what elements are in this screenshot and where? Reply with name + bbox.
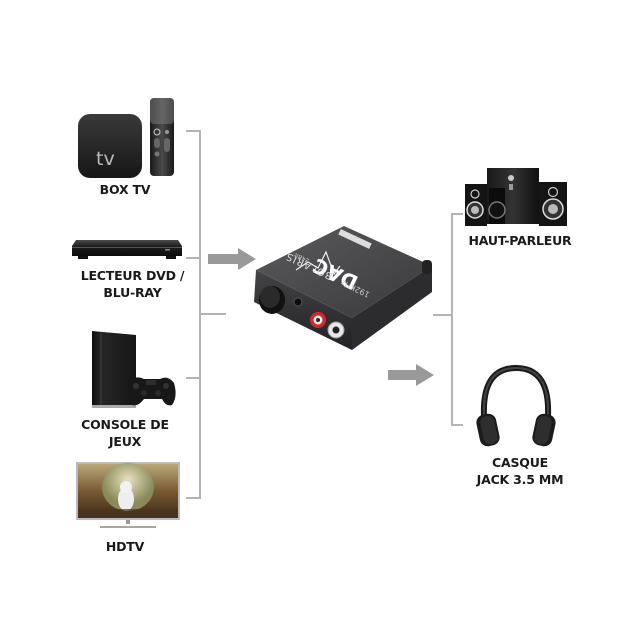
- input-label-hdtv: HDTV: [105, 539, 145, 554]
- dac-converter: DAC BOLARIS 192KHz 24Bit: [226, 222, 436, 352]
- output-label-speaker: HAUT-PARLEUR: [468, 233, 572, 248]
- output-label-headphones: CASQUE JACK 3.5 MM: [476, 455, 564, 487]
- output-bracket-vertical: [451, 213, 453, 426]
- output-bracket-tick-speaker: [451, 213, 463, 215]
- input-label-dvd: LECTEUR DVD / BLU-RAY: [80, 268, 185, 300]
- output-speaker: [463, 166, 571, 228]
- dac-device-icon: [254, 226, 432, 350]
- input-hdtv: [76, 461, 182, 531]
- input-bracket-to-dac: [201, 313, 226, 315]
- output-bracket-tick-headphones: [451, 424, 463, 426]
- input-label-box-tv: BOX TV: [99, 182, 151, 197]
- tv-screen-icon: [76, 462, 180, 528]
- input-label-console: CONSOLE DE JEUX: [81, 417, 169, 449]
- input-console: [88, 329, 178, 411]
- tv-box-glyph: tv: [96, 148, 115, 170]
- speaker-system-icon: [465, 168, 567, 226]
- input-bracket-tick-dvd: [186, 257, 201, 259]
- tv-box-icon: [78, 98, 174, 178]
- input-bracket-tick-boxtv: [186, 130, 201, 132]
- input-bracket-tick-hdtv: [186, 497, 201, 499]
- output-headphones: [474, 364, 558, 450]
- game-console-icon: [92, 331, 176, 408]
- input-bracket-vertical: [199, 130, 201, 499]
- arrow-right-icon: [388, 364, 434, 386]
- output-bracket-from-dac: [433, 314, 451, 316]
- input-box-tv: tv: [76, 96, 186, 206]
- headphones-icon: [476, 364, 556, 447]
- dvd-player-icon: [72, 240, 182, 259]
- input-bracket-tick-console: [186, 377, 201, 379]
- input-dvd: [70, 236, 185, 260]
- arrow-right-icon: [208, 248, 256, 270]
